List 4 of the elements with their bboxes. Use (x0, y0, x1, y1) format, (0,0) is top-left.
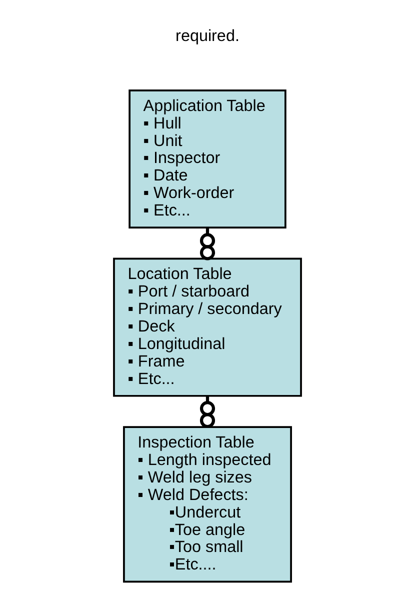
node-box: Location Table ▪ Port / starboard ▪ Primary / secondary ▪ Deck ▪ Longitudinal ▪ Frame ▪ Etc... (113, 258, 302, 397)
node-box: Inspection Table ▪ Length inspected ▪ Weld leg sizes ▪ Weld Defects: ▪Undercut ▪Toe angle ▪Too small ▪Etc.... (123, 426, 292, 583)
node-box: Application Table ▪ Hull ▪ Unit ▪ Inspector ▪ Date ▪ Work-order ▪ Etc... (128, 89, 286, 228)
label: required. (176, 27, 240, 46)
